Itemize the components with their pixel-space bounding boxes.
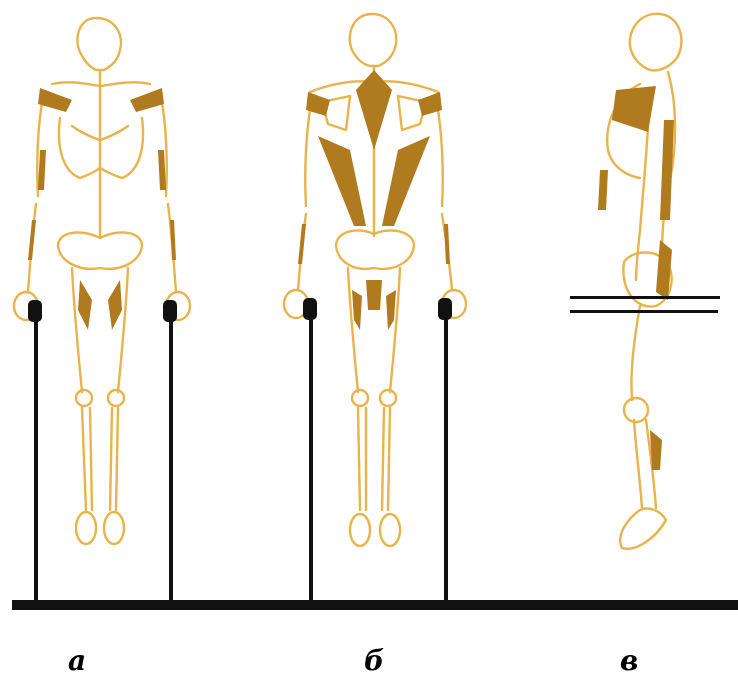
figure-b-sticks <box>303 298 452 604</box>
lower-horizontal-bar <box>570 310 718 313</box>
left-humerus <box>305 98 312 206</box>
label-c: в <box>620 644 638 674</box>
right-knee <box>380 390 396 406</box>
upper-horizontal-bar <box>570 296 720 299</box>
left-femur <box>348 268 358 392</box>
right-stick-handle <box>163 300 177 322</box>
left-knee <box>352 390 368 406</box>
skull <box>350 14 397 66</box>
right-tibia <box>382 408 390 510</box>
right-stick-handle <box>438 298 452 320</box>
left-latissimus-muscle <box>318 136 366 226</box>
left-deltoid-muscle <box>38 88 72 112</box>
gluteal-muscle <box>366 280 382 310</box>
back-muscle <box>660 120 674 220</box>
knee <box>624 398 648 422</box>
left-tibia <box>82 408 92 510</box>
right-tibia <box>110 408 118 510</box>
figure-a-front-view <box>14 18 190 604</box>
femur <box>631 306 640 400</box>
left-foot <box>76 512 96 544</box>
ground-line <box>12 600 738 610</box>
right-latissimus-muscle <box>382 136 430 226</box>
right-femur <box>390 268 400 392</box>
deltoid-muscle <box>612 86 656 132</box>
right-forearm-muscle <box>444 224 450 264</box>
right-humerus <box>436 98 443 206</box>
left-tibia <box>358 408 366 510</box>
skull <box>77 18 121 70</box>
label-a: а <box>68 644 86 674</box>
skull <box>630 14 682 71</box>
left-stick-handle <box>303 298 317 320</box>
right-knee <box>108 390 124 406</box>
upper-arm-muscle <box>598 170 608 210</box>
foot <box>620 508 666 548</box>
right-hamstring-muscle <box>386 290 396 330</box>
figure-c-side-view <box>570 14 720 549</box>
figure-c-horizontal-bars <box>570 296 720 313</box>
left-knee <box>76 390 92 406</box>
figure-a-muscles <box>28 88 176 330</box>
left-stick-handle <box>28 300 42 322</box>
right-thigh-muscle <box>108 280 122 330</box>
left-thigh-muscle <box>78 280 92 330</box>
left-hamstring-muscle <box>352 290 362 330</box>
figure-b-back-view <box>284 14 466 604</box>
right-upper-arm-muscle <box>158 150 166 190</box>
left-stick <box>34 312 38 604</box>
right-stick <box>444 312 448 604</box>
right-deltoid-muscle <box>130 88 164 112</box>
left-forearm-muscle <box>298 224 306 264</box>
pelvis <box>58 232 142 268</box>
figure-a-sticks <box>28 300 177 604</box>
label-b: б <box>364 644 384 674</box>
left-upper-arm-muscle <box>38 150 46 190</box>
left-stick <box>309 312 313 604</box>
right-foot <box>104 512 124 544</box>
right-stick <box>169 312 173 604</box>
calf-muscle <box>650 430 662 470</box>
left-forearm-muscle <box>28 220 36 260</box>
left-foot <box>350 514 370 546</box>
right-foot <box>380 514 400 546</box>
